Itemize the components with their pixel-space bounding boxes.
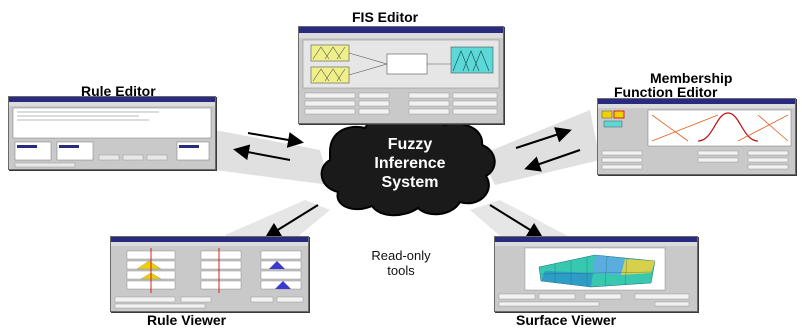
rule-list-box[interactable] [12, 107, 212, 139]
center-line-1: Fuzzy [387, 136, 433, 153]
mf-plot-area[interactable] [647, 109, 792, 147]
fis-editor-title: FIS Editor [352, 9, 419, 25]
rule-viewer-window[interactable] [110, 236, 309, 312]
arrow-to-rule-viewer [264, 204, 319, 239]
center-line-3: System [381, 174, 439, 191]
rule-editor-title: Rule Editor [81, 83, 156, 99]
mf-editor-window[interactable] [597, 98, 796, 175]
arrow-to-fis-from-mf [524, 149, 581, 172]
arrow-to-mf-from-fis [515, 127, 572, 149]
arrow-to-fis-from-rule [247, 132, 304, 148]
fis-editor-window[interactable] [298, 26, 504, 124]
center-line-2: Inference [374, 155, 446, 172]
surface-viewer-title: Surface Viewer [516, 312, 617, 328]
read-only-line-2: tools [387, 263, 415, 278]
fuzzy-inference-system-label: Fuzzy Inference System [355, 135, 465, 192]
rule-viewer-title: Rule Viewer [147, 312, 227, 328]
rule-editor-window[interactable] [8, 96, 216, 170]
arrow-to-surface-viewer [489, 204, 544, 239]
mf-editor-title-line1: Membership [650, 70, 733, 86]
fis-rules-block[interactable] [386, 53, 428, 75]
read-only-tools-label: Read-only tools [356, 248, 446, 278]
mf-editor-title-line2: Function Editor [614, 84, 718, 100]
surface-viewer-window[interactable] [494, 236, 698, 312]
arrow-to-rule-from-fis [233, 144, 291, 161]
read-only-line-1: Read-only [371, 248, 431, 263]
fis-output-block[interactable] [450, 46, 494, 74]
